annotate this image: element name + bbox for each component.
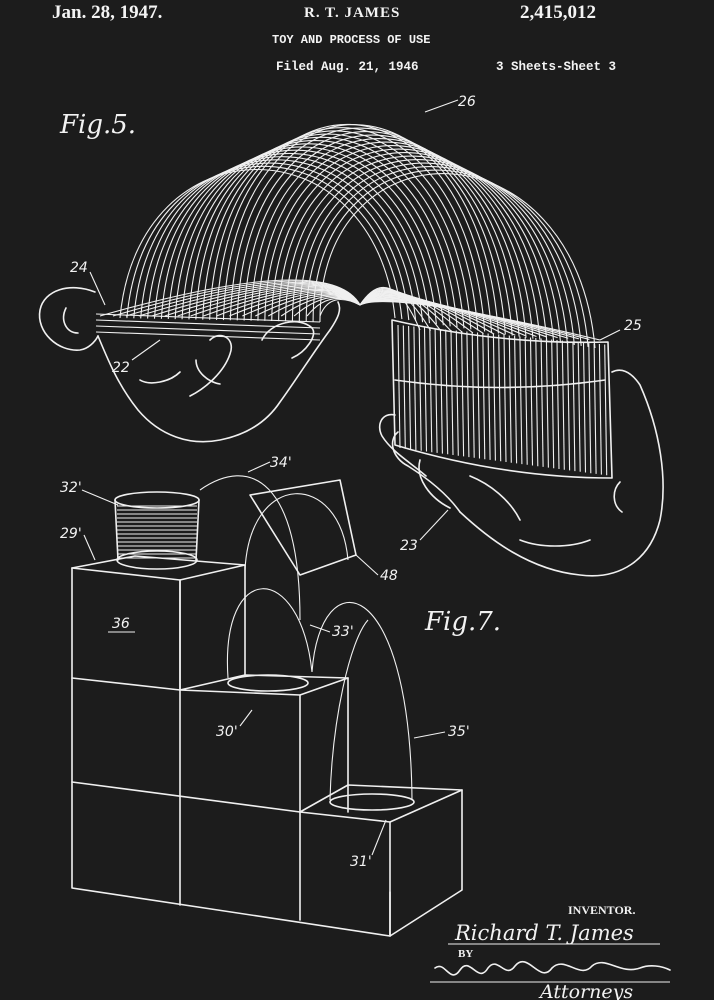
fig7-label: Fig.7. [424,607,501,637]
fig5-label: Fig.5. [59,110,136,140]
ref-31: 31' [350,854,372,870]
ref-23: 23 [400,538,418,554]
patent-title: TOY AND PROCESS OF USE [272,33,431,47]
ref-34: 34' [270,455,292,471]
ref-33: 33' [332,624,354,640]
right-hand [378,369,664,577]
fig7-stairs [71,475,463,937]
ref-24: 24 [70,260,88,276]
ref-30: 30' [216,724,238,740]
ref-35: 35' [448,724,470,740]
attorney-signature-scrawl [434,960,671,976]
ref-36: 36 [112,616,130,632]
inventor-header: R. T. JAMES [304,5,401,21]
ref-32: 32' [60,480,82,496]
right-coil-stack [391,319,613,479]
ref-26: 26 [458,94,476,110]
attorneys-label: Attorneys [538,981,633,1000]
patent-number: 2,415,012 [520,2,596,23]
patent-date: Jan. 28, 1947. [52,2,163,23]
slinky-coils [99,124,601,349]
ref-29: 29' [60,526,82,542]
by-label: BY [458,948,473,960]
ref-22: 22 [112,360,130,376]
fig5-slinky-arc [95,124,613,479]
filing-date: Filed Aug. 21, 1946 [276,60,419,74]
left-coil-stack [95,313,321,341]
inventor-label: INVENTOR. [568,903,635,917]
ref-25: 25 [624,318,642,334]
sheet-number: 3 Sheets-Sheet 3 [496,60,617,74]
left-hand [38,286,341,443]
ref-48: 48 [380,568,398,584]
inventor-signature: Richard T. James [454,921,634,945]
